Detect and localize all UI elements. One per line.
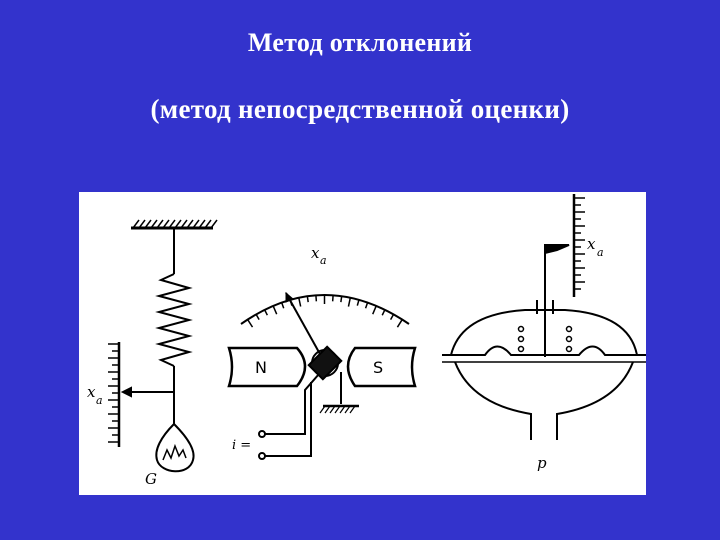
hatch-line — [132, 219, 140, 229]
slide-subtitle: (метод непосредственной оценки) — [150, 94, 570, 124]
hatch-line — [168, 219, 176, 229]
dial-tick — [364, 302, 369, 309]
gauge-pointer-label: x — [587, 235, 596, 253]
flag-icon — [544, 244, 570, 255]
galvo-pointer-label: x — [311, 244, 320, 262]
dial-tick — [306, 296, 309, 303]
hatch-line — [174, 219, 182, 229]
hatch-line — [180, 219, 188, 229]
dial-tick — [298, 297, 302, 307]
diagram-svg: x a G x a N S — [87, 194, 646, 488]
dial-tick — [389, 314, 395, 320]
dial-tick — [347, 297, 352, 307]
dial-tick — [247, 319, 254, 328]
spring-pointer-label: x — [87, 383, 96, 401]
hatch-line — [319, 405, 326, 414]
dial-tick — [340, 296, 343, 303]
dial-tick — [263, 309, 268, 316]
weight-label: G — [145, 470, 157, 488]
dial-tick — [381, 309, 386, 316]
south-label: S — [373, 358, 383, 377]
spring-icon — [155, 273, 193, 367]
hatch-line — [324, 405, 331, 414]
diagram-panel: x a G x a N S — [79, 192, 646, 495]
spring-pointer-subscript: a — [96, 394, 103, 407]
north-label: N — [255, 358, 267, 377]
galvo-pointer-subscript: a — [320, 254, 327, 267]
hatch-line — [349, 405, 356, 414]
hatch-line — [210, 219, 218, 229]
gauge-pointer-subscript: a — [597, 246, 604, 259]
hatch-line — [198, 219, 206, 229]
hatch-line — [329, 405, 336, 414]
pressure-label: p — [537, 454, 547, 472]
current-label: i = — [232, 438, 251, 453]
hatch-line — [150, 219, 158, 229]
slide-title: Метод отклонений — [247, 28, 473, 57]
north-pole — [227, 346, 307, 388]
dial-tick — [396, 319, 403, 328]
hatch-line — [186, 219, 194, 229]
hatch-line — [204, 219, 212, 229]
hatch-line — [138, 219, 146, 229]
hatch-line — [162, 219, 170, 229]
pressure-gauge: x a p — [442, 194, 646, 472]
hatch-line — [344, 405, 351, 414]
hatch-line — [339, 405, 346, 414]
weight-icon — [155, 422, 195, 473]
dial-tick — [255, 314, 260, 320]
hatch-line — [144, 219, 152, 229]
hatch-line — [156, 219, 164, 229]
dial-tick — [372, 305, 377, 315]
spring-scale: x a G — [87, 219, 218, 488]
dial-tick — [356, 299, 360, 306]
galvanometer: x a N S i = — [227, 244, 417, 460]
south-pole — [346, 346, 417, 388]
dial-tick — [280, 302, 285, 309]
dial-tick — [272, 305, 278, 315]
hatch-line — [192, 219, 200, 229]
hatch-line — [334, 405, 341, 414]
